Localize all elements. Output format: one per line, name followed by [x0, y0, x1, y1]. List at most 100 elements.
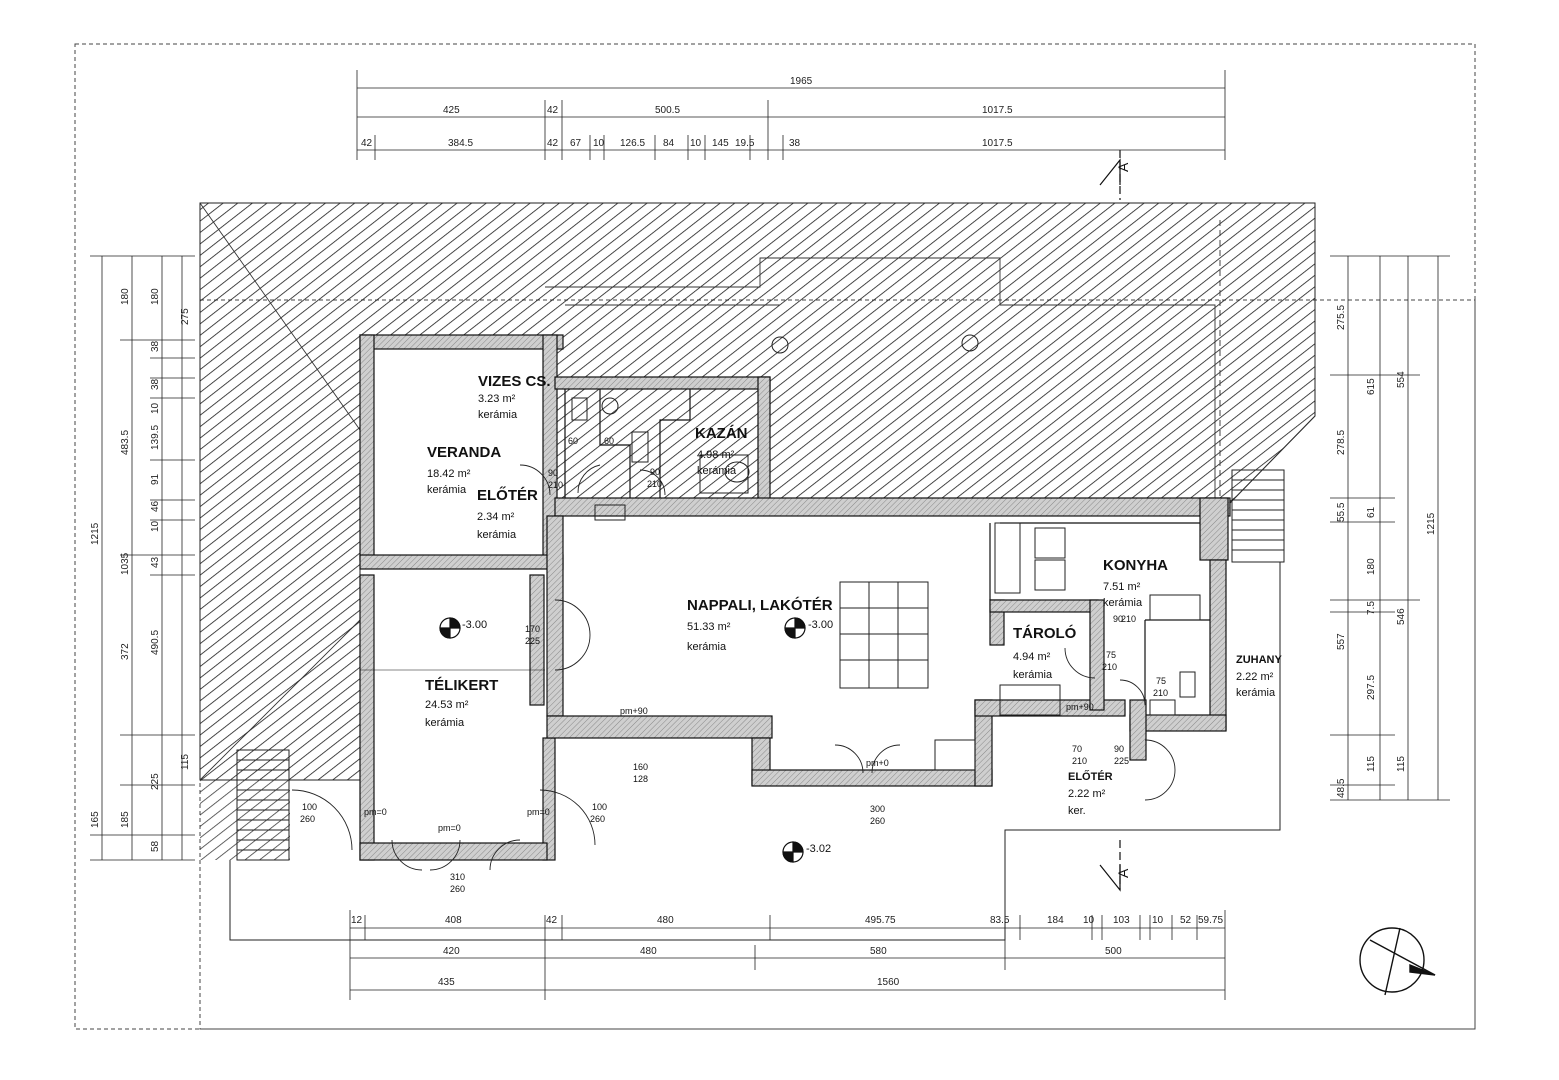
roof-outlines: [199, 202, 1316, 781]
door-label: 210: [647, 479, 662, 489]
door-label: 90: [1114, 744, 1124, 754]
level-terrace: -3.02: [806, 843, 831, 855]
dining-table: [839, 581, 929, 689]
room-area-eloter-2: 2.22 m²: [1068, 788, 1106, 800]
room-floor-vizes: kerámia: [478, 409, 518, 421]
right-dimensions: 275.5 278.5 55.5 180 7.5 297.5 115 48.5 …: [1336, 305, 1437, 798]
room-name-konyha: KONYHA: [1103, 557, 1168, 574]
dimension-label: 180: [120, 288, 131, 305]
door-label: 128: [633, 774, 648, 784]
dimension-label: 103: [1113, 915, 1130, 926]
dimension-label: 48.5: [1336, 778, 1347, 798]
dimension-label: 275: [180, 308, 191, 325]
room-area-eloter-1: 2.34 m²: [477, 511, 515, 523]
door-label: 210: [1102, 662, 1117, 672]
dimension-label: 500: [1105, 946, 1122, 957]
door-label: 260: [870, 816, 885, 826]
room-name-tarolo: TÁROLÓ: [1013, 624, 1077, 642]
dimension-label: 38: [789, 138, 801, 149]
dimension-label: 1215: [90, 522, 101, 545]
door-label: 210: [548, 480, 563, 490]
sill-labels: pm=0 pm=0 pm=0 pm+90 pm+0 pm+90: [364, 702, 1094, 833]
dimension-label: 180: [1366, 558, 1377, 575]
dimension-label: 180: [150, 288, 161, 305]
sill-label: pm=0: [364, 807, 387, 817]
room-floor-eloter-2: ker.: [1068, 805, 1086, 817]
section-markers: [1099, 150, 1121, 892]
door-label: 100: [302, 802, 317, 812]
dimension-label: 495.75: [865, 915, 896, 926]
walls: [359, 334, 1231, 861]
dimension-label: 42: [547, 138, 559, 149]
room-floor-tarolo: kerámia: [1013, 669, 1053, 681]
left-dimensions: 1215 1035 180 483.5 372 185 180 38 38 10…: [90, 288, 191, 852]
dimension-label: 67: [570, 138, 582, 149]
dimension-label: 490.5: [150, 630, 161, 655]
door-label: 60: [568, 436, 578, 446]
dimension-label: 1560: [877, 977, 900, 988]
dimension-label: 19.5: [735, 138, 755, 149]
sill-label: pm+90: [1066, 702, 1094, 712]
door-label: 210: [1072, 756, 1087, 766]
door-label: 310: [450, 872, 465, 882]
room-floor-kazan: kerámia: [697, 465, 737, 477]
dimension-label: 557: [1336, 633, 1347, 650]
door-label: 225: [1114, 756, 1129, 766]
bottom-dimensions: 12 408 42 480 495.75 83.5 184 10 103 10 …: [351, 915, 1223, 988]
dimension-label: 10: [1152, 915, 1164, 926]
dimension-label: 1965: [790, 76, 813, 87]
dimension-label: 59.75: [1198, 915, 1223, 926]
room-name-nappali: NAPPALI, LAKÓTÉR: [687, 596, 833, 614]
room-area-zuhany: 2.22 m²: [1236, 671, 1274, 683]
room-floor-nappali: kerámia: [687, 641, 727, 653]
dimension-label: 480: [640, 946, 657, 957]
room-floor-konyha: kerámia: [1103, 597, 1143, 609]
door-label: 100: [592, 802, 607, 812]
dimension-label: 42: [546, 915, 558, 926]
dimension-label: 61: [1366, 506, 1377, 518]
dimension-label: 384.5: [448, 138, 473, 149]
dimension-label: 420: [443, 946, 460, 957]
dimension-label: 115: [1396, 756, 1407, 772]
dimension-label: 10: [1083, 915, 1095, 926]
level-nappali: -3.00: [808, 619, 833, 631]
door-label: 70: [1072, 744, 1082, 754]
room-floor-telikert: kerámia: [425, 717, 465, 729]
dimension-label: 145: [712, 138, 729, 149]
dimension-label: 1035: [120, 552, 131, 575]
room-labels: VIZES CS. 3.23 m² kerámia KAZÁN 4.98 m² …: [425, 373, 1282, 817]
dimension-label: 42: [361, 138, 373, 149]
plot-boundary: [74, 43, 1476, 1030]
dimension-label: 7.5: [1366, 601, 1377, 615]
door-label: 210: [1121, 614, 1136, 624]
dimension-label: 580: [870, 946, 887, 957]
room-name-veranda: VERANDA: [427, 444, 501, 461]
dimension-label: 139.5: [150, 425, 161, 450]
door-label: 160: [633, 762, 648, 772]
dimension-label: 372: [120, 643, 131, 660]
room-name-eloter-2: ELŐTÉR: [1068, 770, 1113, 783]
door-label: 75: [1156, 676, 1166, 686]
dimension-label: 91: [150, 473, 161, 485]
dimension-label: 554: [1396, 371, 1407, 388]
dimension-label: 10: [690, 138, 702, 149]
dimension-label: 42: [547, 105, 559, 116]
room-name-eloter-1: ELŐTÉR: [477, 486, 538, 504]
sill-label: pm+90: [620, 706, 648, 716]
level-telikert: -3.00: [462, 619, 487, 631]
dimension-lines: [90, 70, 1450, 1000]
dimension-label: 12: [351, 915, 363, 926]
room-name-telikert: TÉLIKERT: [425, 677, 498, 694]
room-name-kazan: KAZÁN: [695, 425, 748, 442]
room-name-zuhany: ZUHANY: [1236, 654, 1282, 666]
dimension-label: 165: [90, 811, 101, 828]
top-dimensions: 1965 425 42 500.5 1017.5 42 384.5 42 67 …: [361, 76, 1013, 149]
door-label: 170: [525, 624, 540, 634]
dimension-label: 115: [1366, 756, 1377, 772]
dimension-label: 84: [663, 138, 675, 149]
room-area-vizes: 3.23 m²: [478, 393, 516, 405]
dimension-label: 38: [150, 340, 161, 352]
room-floor-zuhany: kerámia: [1236, 687, 1276, 699]
dimension-label: 55.5: [1336, 502, 1347, 522]
